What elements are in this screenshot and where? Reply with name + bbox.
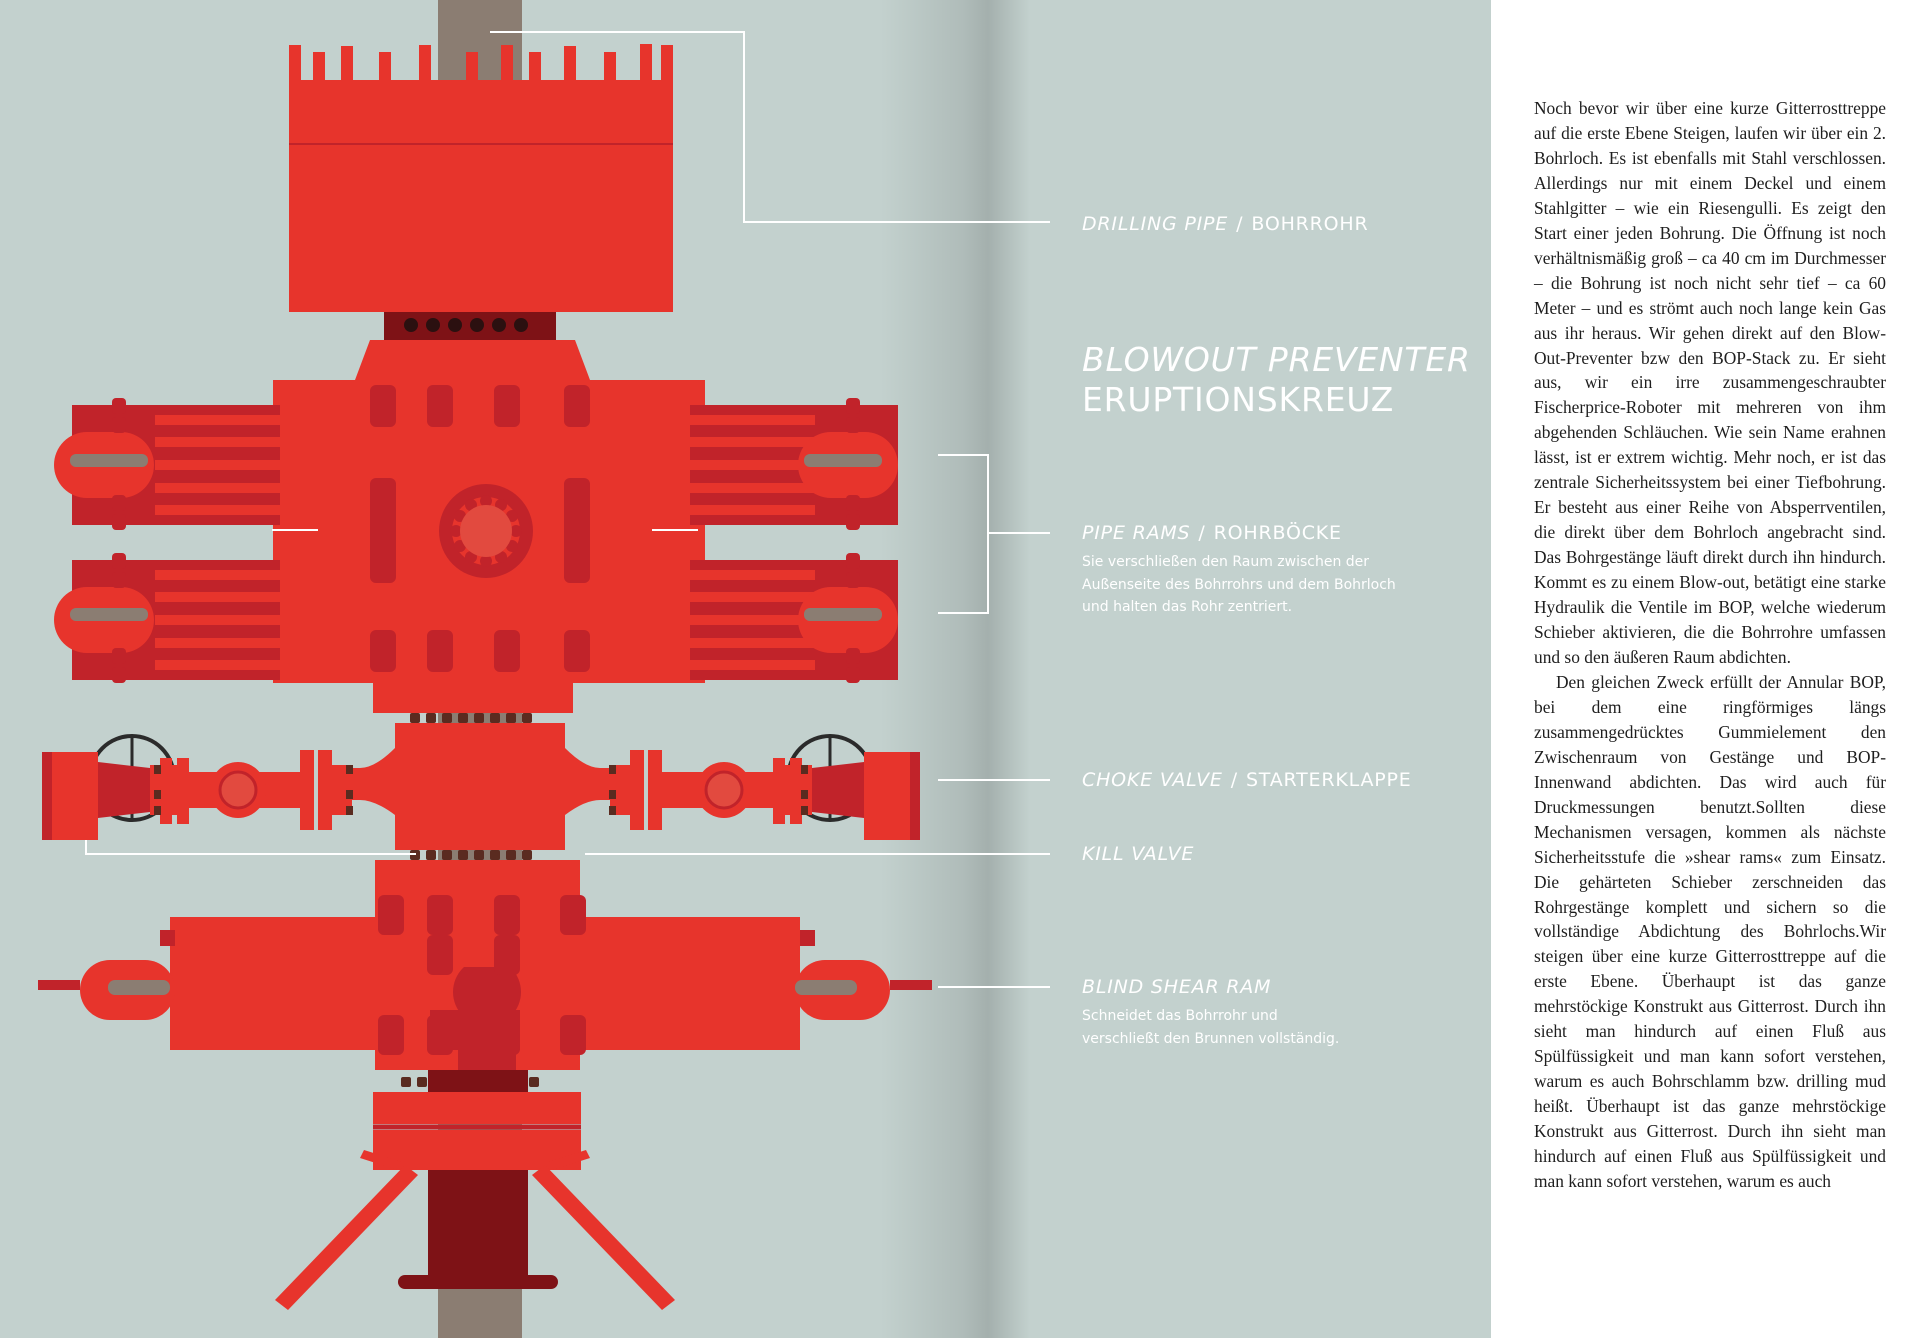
- label-kill-valve-en: KILL VALVE: [1082, 843, 1195, 865]
- blind-shear-ram-description: Schneidet das Bohrrohr und verschließt d…: [1082, 1008, 1340, 1047]
- drilling-pipe-leader: [490, 31, 1050, 223]
- base-flange: [373, 1092, 581, 1170]
- base-legs: [275, 1150, 675, 1310]
- text-page: [1491, 0, 1920, 1338]
- kill-valve-leader: [85, 840, 416, 855]
- label-separator: /: [1236, 213, 1244, 235]
- label-kill-valve: KILL VALVE: [1082, 842, 1194, 866]
- gutter-shadow: [880, 0, 1030, 1338]
- pipe-ram-cylinders-left: [54, 398, 280, 683]
- label-separator: /: [1198, 522, 1206, 544]
- title-english: BLOWOUT PREVENTER: [1082, 340, 1471, 379]
- label-choke-valve-en: CHOKE VALVE: [1082, 769, 1223, 791]
- blind-shear-ram: [38, 860, 932, 1070]
- wellhead: [428, 1170, 528, 1285]
- label-blind-shear-ram: BLIND SHEAR RAM: [1082, 975, 1271, 999]
- label-drilling-pipe-de: BOHRROHR: [1251, 213, 1369, 235]
- label-pipe-rams-en: PIPE RAMS: [1082, 522, 1191, 544]
- label-drilling-pipe: DRILLING PIPE / BOHRROHR: [1082, 212, 1369, 236]
- label-blind-shear-ram-en: BLIND SHEAR RAM: [1082, 976, 1272, 998]
- article-paragraph: Noch bevor wir über eine kurze Gitterros…: [1534, 98, 1886, 667]
- label-pipe-rams: PIPE RAMS / ROHRBÖCKE: [1082, 521, 1342, 545]
- wellhead-base: [398, 1275, 558, 1289]
- pipe-rams-description: Sie verschließen den Raum zwischen der A…: [1082, 554, 1396, 615]
- article-paragraph: Den gleichen Zweck erfüllt der Annular B…: [1534, 671, 1886, 1191]
- blowout-preventer-illustration: [38, 0, 932, 1338]
- choke-valve-right: [609, 734, 920, 840]
- leader-lines: [85, 31, 1050, 988]
- label-choke-valve: CHOKE VALVE / STARTERKLAPPE: [1082, 768, 1412, 792]
- label-choke-valve-de: STARTERKLAPPE: [1245, 769, 1412, 791]
- diagram-title: BLOWOUT PREVENTER ERUPTIONSKREUZ: [1082, 340, 1471, 420]
- label-pipe-rams-de: ROHRBÖCKE: [1213, 522, 1342, 544]
- article-body: Noch bevor wir über eine kurze Gitterros…: [1534, 96, 1886, 1194]
- annular-top: [289, 44, 673, 312]
- pipe-ram-cylinders-right: [690, 398, 898, 683]
- choke-valve-left: [42, 734, 353, 840]
- pipe-ram-body: [273, 340, 705, 713]
- label-drilling-pipe-en: DRILLING PIPE: [1082, 213, 1229, 235]
- title-german: ERUPTIONSKREUZ: [1082, 380, 1395, 419]
- neck-bolts: [404, 318, 528, 332]
- valve-spool: [350, 723, 610, 850]
- label-separator: /: [1230, 769, 1238, 791]
